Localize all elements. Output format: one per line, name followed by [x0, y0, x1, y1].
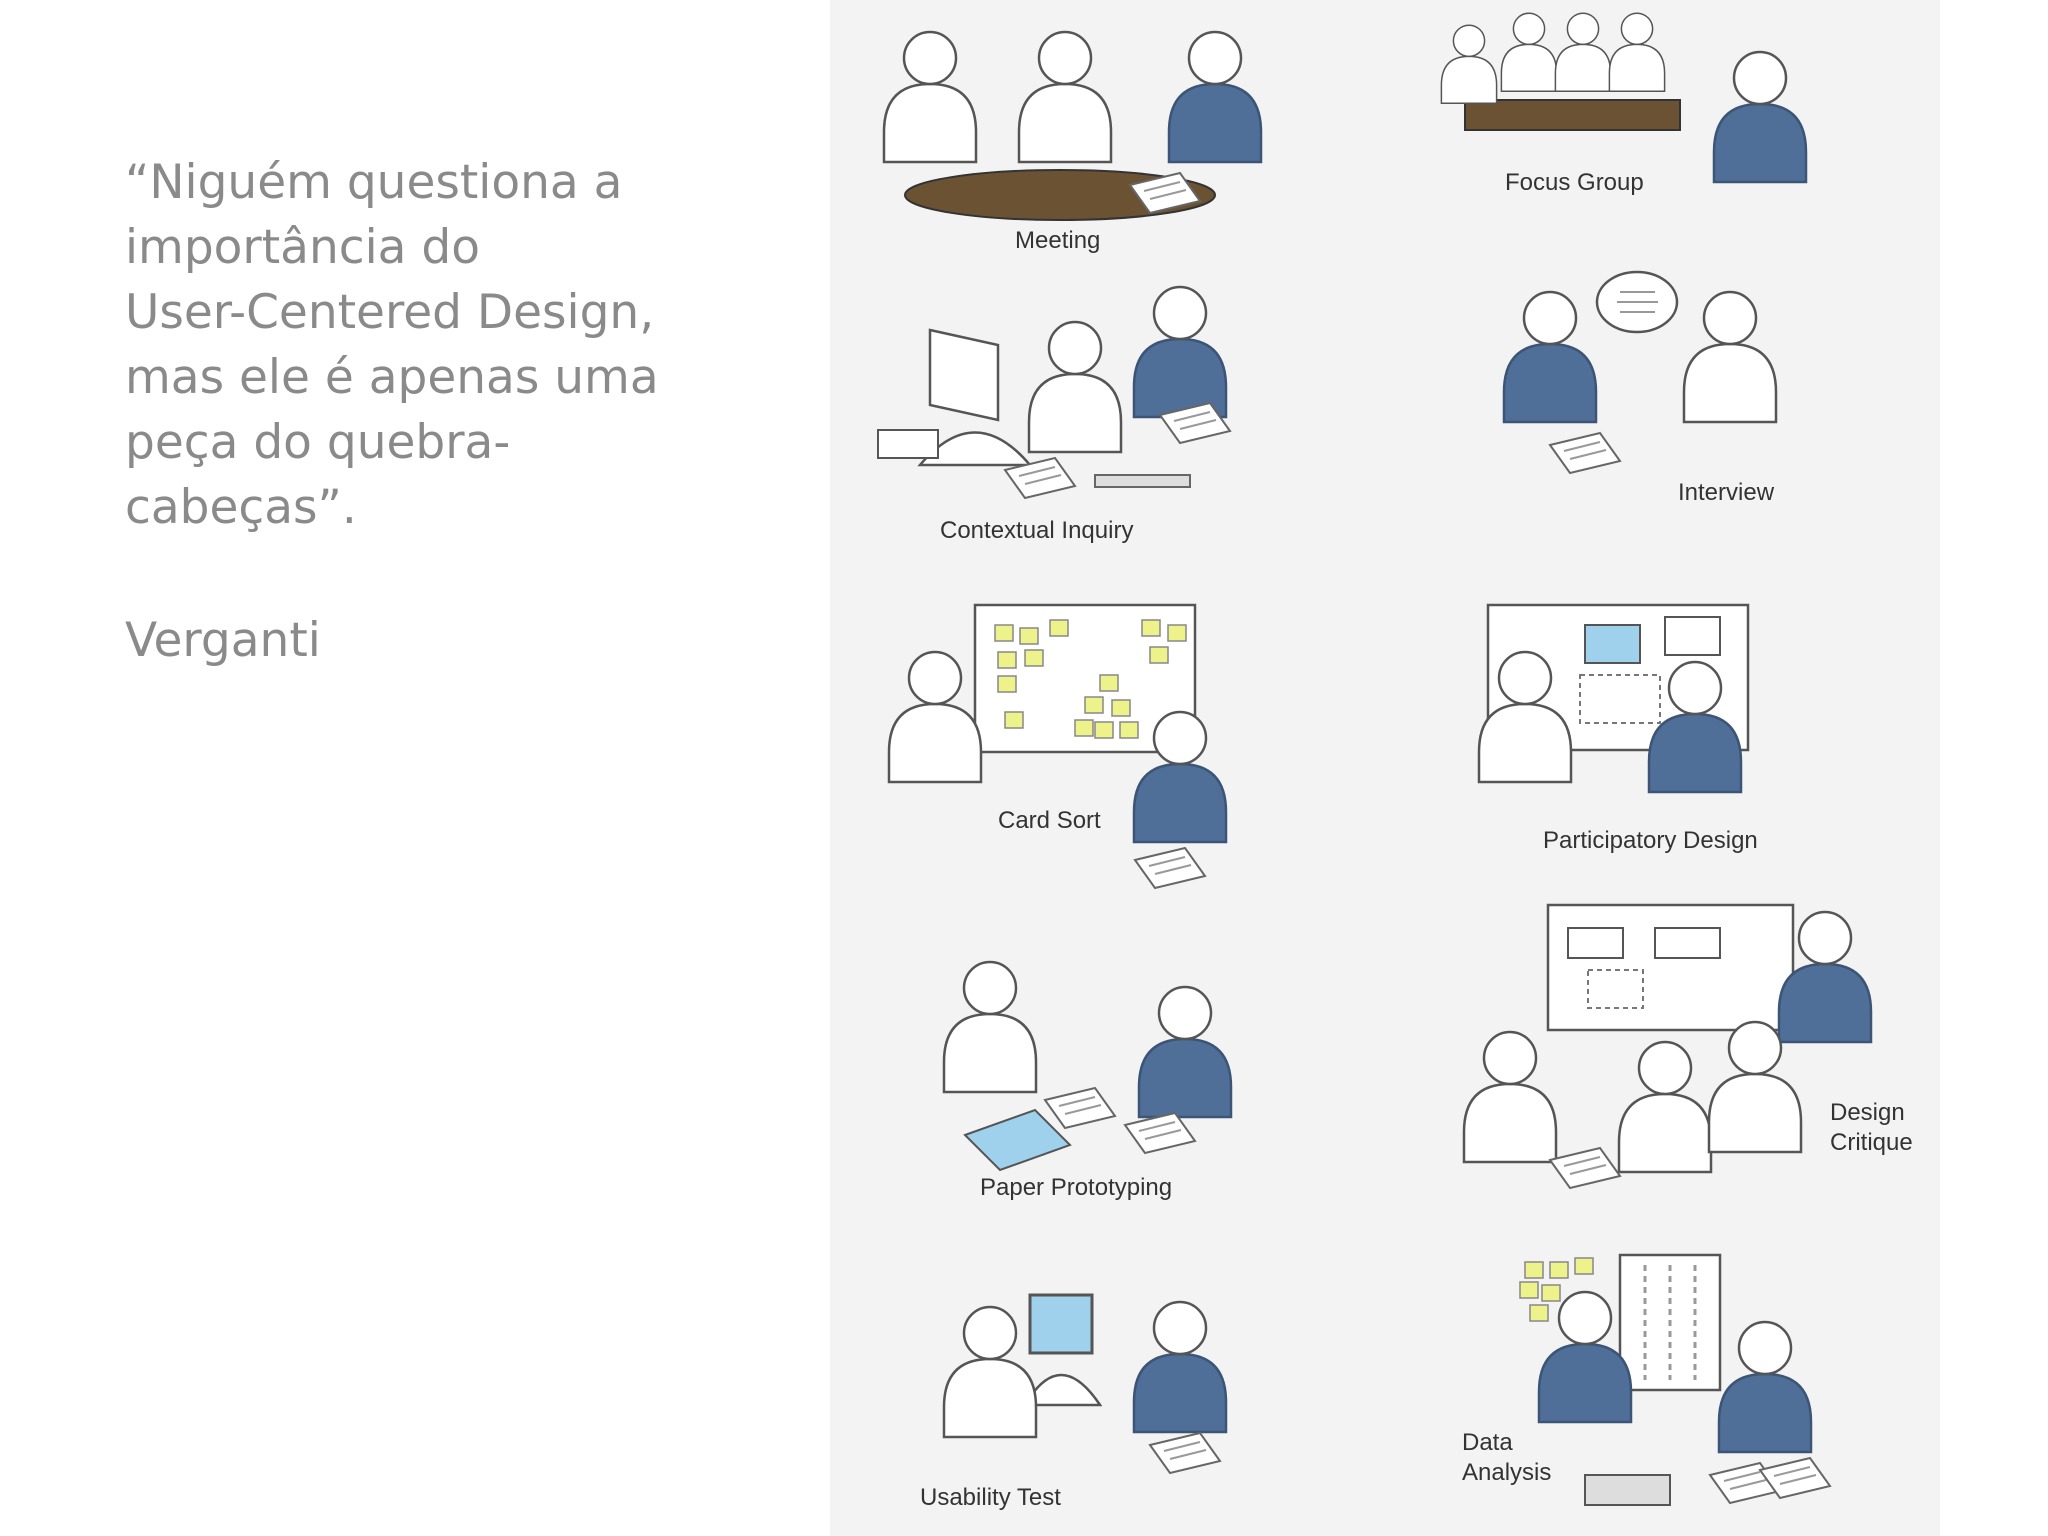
card-sort-scene: Card Sort: [887, 603, 1228, 889]
contextual-inquiry-label: Contextual Inquiry: [940, 517, 1133, 544]
focus-group-scene: Focus Group: [1440, 12, 1808, 196]
usability-test-label: Usability Test: [920, 1484, 1061, 1511]
design-critique-scene: Design Critique: [1462, 903, 1913, 1189]
quote-text: “Niguém questiona a importância do User-…: [125, 155, 659, 535]
design-critique-label-line1: Design: [1830, 1099, 1905, 1126]
methods-figure: Meeting Focus Group Contextual Inqui: [877, 12, 1913, 1511]
data-analysis-scene: Data Analysis: [1462, 1253, 1831, 1506]
usability-test-scene: Usability Test: [920, 1293, 1228, 1511]
design-critique-label-line2: Critique: [1830, 1129, 1913, 1156]
card-sort-label: Card Sort: [998, 807, 1101, 834]
meeting-scene: Meeting: [882, 30, 1263, 254]
participatory-design-scene: Participatory Design: [1477, 603, 1758, 854]
interview-scene: Interview: [1502, 270, 1778, 506]
focus-group-label: Focus Group: [1505, 169, 1644, 196]
data-analysis-label-line1: Data: [1462, 1429, 1513, 1456]
paper-prototyping-label: Paper Prototyping: [980, 1174, 1172, 1201]
ucd-methods-illustration: Meeting Focus Group Contextual Inqui: [830, 0, 1940, 1536]
data-analysis-label-line2: Analysis: [1462, 1459, 1551, 1486]
participatory-design-label: Participatory Design: [1543, 827, 1758, 854]
paper-prototyping-scene: Paper Prototyping: [942, 960, 1233, 1201]
quote-author: Verganti: [125, 613, 321, 668]
interview-label: Interview: [1678, 479, 1775, 506]
meeting-label: Meeting: [1015, 227, 1100, 254]
contextual-inquiry-scene: Contextual Inquiry: [877, 285, 1231, 544]
